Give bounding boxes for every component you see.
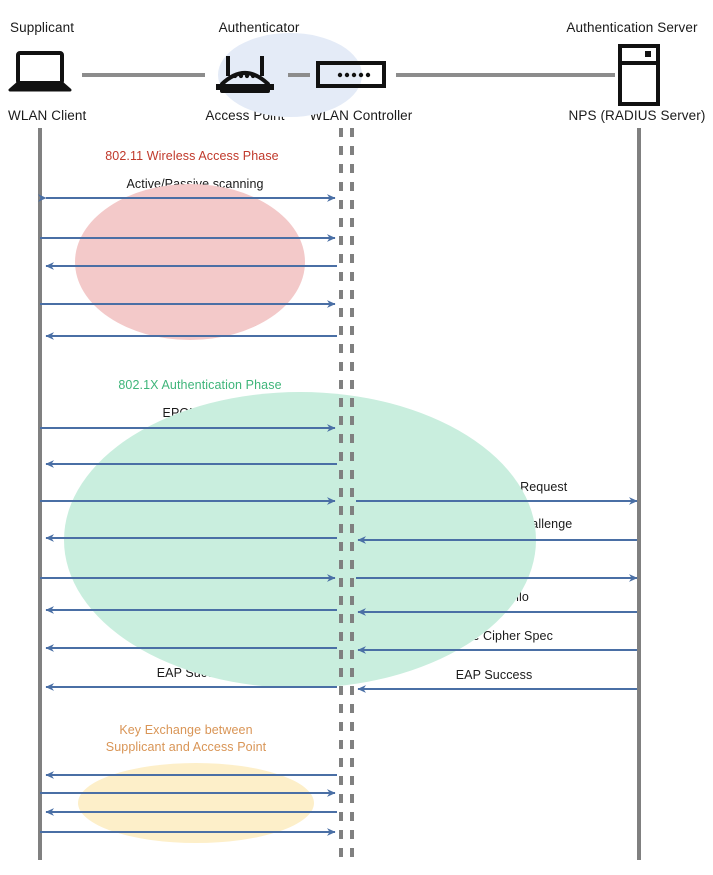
phase-label-line: Supplicant and Access Point xyxy=(105,740,267,754)
phase-ellipse-dot1x-authentication xyxy=(64,392,536,688)
message-label: Server Hello xyxy=(459,590,529,604)
phase-label-wireless-access: 802.11 Wireless Access Phase xyxy=(105,148,279,165)
message-label: EAP-Request / (Type) xyxy=(133,517,257,531)
message-label: Change Cipher Spec xyxy=(136,627,254,641)
actor-role-supplicant: Supplicant xyxy=(10,20,75,35)
message-label: EAP Success xyxy=(455,668,533,682)
wlan-controller-icon xyxy=(316,61,386,88)
phase-label-dot1x-authentication: 802.1X Authentication Phase xyxy=(118,377,281,394)
phase-label-line: 802.11 Wireless Access Phase xyxy=(105,149,279,163)
message-label: Change Cipher Spec xyxy=(435,629,553,643)
phase-label-line: Key Exchange between xyxy=(119,723,253,737)
message-label: Authentication Request xyxy=(129,217,261,231)
message-label: EPOL-Start xyxy=(162,406,228,420)
message-label: EAP Success xyxy=(156,666,234,680)
message-label: EAPOL-Key (4-way handshake) xyxy=(105,791,285,805)
message-label: Association Response xyxy=(132,315,258,329)
phase-label-line: 802.1X Authentication Phase xyxy=(118,378,282,392)
message-label: Client Hello xyxy=(461,557,527,571)
actor-device-wlan-controller: WLAN Controller xyxy=(309,108,413,123)
access-point-icon xyxy=(216,56,274,93)
message-label: Association Request xyxy=(137,283,253,297)
message-label: RADIUS: Access-Challenge xyxy=(415,517,573,531)
actor-role-authenticator: Authenticator xyxy=(218,20,300,35)
message-label: EAP-Request / Identity xyxy=(130,443,260,457)
message-label: Client Hello xyxy=(162,557,228,571)
message-label: Active/Passive scanning xyxy=(126,177,264,191)
message-label: RADIUS: Access-Request xyxy=(420,480,568,494)
message-label: EAP-Response / Identity xyxy=(125,480,265,494)
actor-device-nps-radius-server: NPS (RADIUS Server) xyxy=(568,108,706,123)
authenticator-ellipse xyxy=(218,33,362,117)
actor-device-wlan-client: WLAN Client xyxy=(8,108,87,123)
laptop-icon xyxy=(8,51,72,92)
server-icon xyxy=(618,44,660,106)
actor-device-access-point: Access Point xyxy=(205,108,285,123)
message-label: Server Hello xyxy=(160,589,230,603)
phase-label-key-exchange: Key Exchange between Supplicant and Acce… xyxy=(106,722,266,756)
actor-role-authentication-server: Authentication Server xyxy=(566,20,698,35)
message-label: Authentication Response xyxy=(124,245,266,259)
